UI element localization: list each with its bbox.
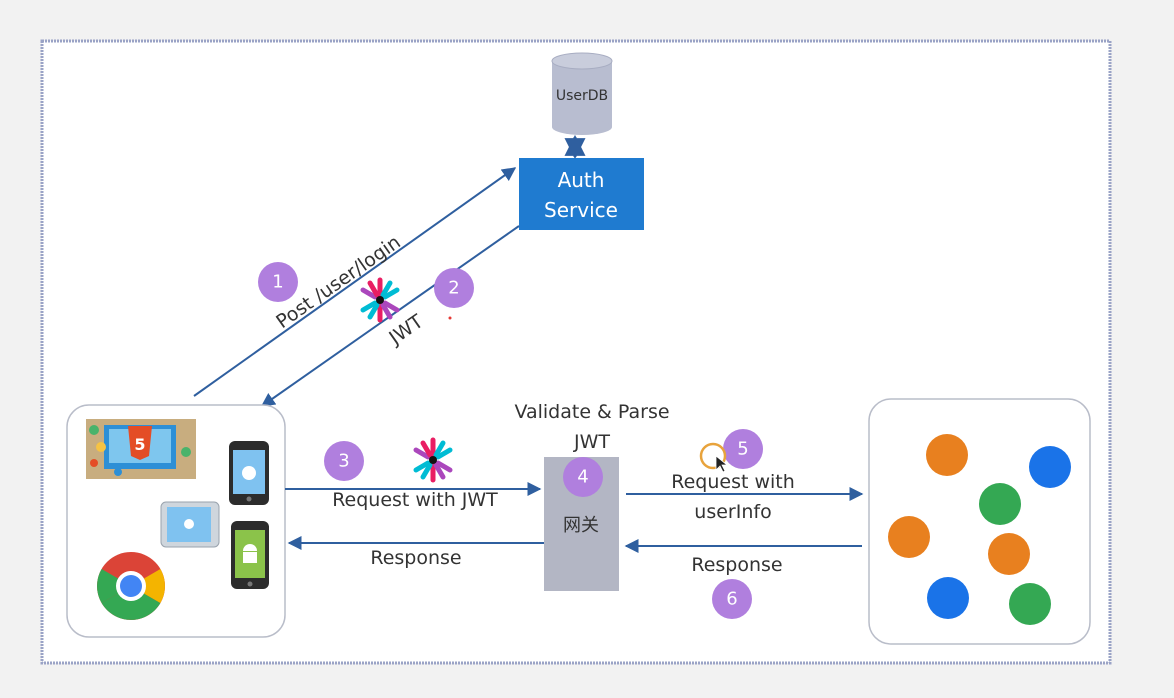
service-dot [1009,583,1051,625]
forward-label-line1: Request with [671,471,795,493]
service-dot [888,516,930,558]
response-left-label: Response [370,547,461,569]
auth-service-box [519,158,644,230]
service-dot [1029,446,1071,488]
html5-icon: 5 [86,419,196,479]
forward-label-line2: userInfo [694,501,771,523]
db-top [551,52,613,70]
auth-service-line2: Service [544,198,618,222]
android-phone-icon [231,521,269,589]
step-2-number: 2 [448,278,459,299]
step-badge-4: 4 [563,457,603,497]
chrome-icon [97,552,165,620]
auth-service-node: Auth Service [519,158,644,230]
gateway-label: 网关 [563,515,599,536]
step-badge-5: 5 [723,429,763,469]
db-bottom [552,119,612,135]
jwt-logo-icon [360,277,400,323]
auth-service-line1: Auth [558,168,605,192]
step-4-number: 4 [577,467,588,488]
step-badge-6: 6 [712,579,752,619]
userdb-label: UserDB [556,88,608,104]
gateway-title-line2: JWT [573,431,610,453]
db-body [552,61,612,127]
service-dot [979,483,1021,525]
gateway-title-line1: Validate & Parse [514,401,669,423]
step-badge-1: 1 [258,262,298,302]
stray-dot [448,316,452,320]
step-6-number: 6 [726,589,737,610]
cursor-icon [699,442,729,473]
request-label: Request with JWT [332,489,498,511]
service-dot [988,533,1030,575]
jwt-logo-icon [413,437,453,483]
clients-box: 5 [66,404,286,638]
services-box [868,398,1091,645]
step-5-number: 5 [737,439,748,460]
login-arrow [193,167,517,397]
iphone-icon [229,441,269,505]
html5-badge-text: 5 [134,435,145,454]
service-dot [926,434,968,476]
step-badge-2: 2 [434,268,474,308]
service-dot [927,577,969,619]
step-1-number: 1 [272,272,283,293]
response-right-label: Response [691,554,782,576]
step-3-number: 3 [338,451,349,472]
step-badge-3: 3 [324,441,364,481]
ipad-icon [160,501,220,548]
userdb-node: UserDB [551,52,613,135]
